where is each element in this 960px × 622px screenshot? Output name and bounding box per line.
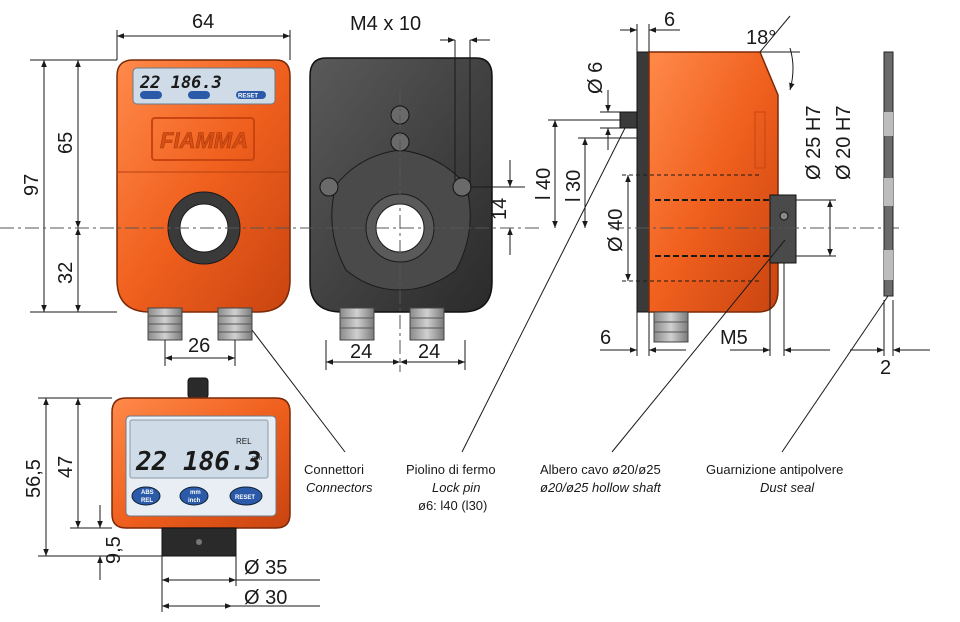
front-reset-label: RESET: [238, 94, 258, 100]
dim-47: 47: [55, 456, 77, 478]
btn-mm-label: mm: [190, 490, 201, 496]
btn-abs-label: ABS: [141, 490, 154, 496]
front-dimensions: [30, 30, 291, 366]
btn-rel-label: REL: [141, 498, 153, 504]
bottom-top-knob: [187, 377, 209, 399]
callout-seal-en: Dust seal: [760, 480, 815, 495]
dim-offset-14: 14: [489, 198, 511, 220]
dim-back-right-24: 24: [418, 341, 440, 363]
bottom-rel-label: REL: [236, 437, 252, 446]
dim-pin-dia-6: Ø 6: [585, 62, 607, 94]
brand-logo: FIAMMA: [160, 128, 248, 153]
dim-dia-30: Ø 30: [244, 587, 287, 609]
side-housing: [648, 51, 779, 313]
callout-lockpin-spec: ø6: l40 (l30): [418, 498, 487, 513]
front-display-value: 22 186.3: [139, 73, 222, 93]
side-shaft-collar: [769, 194, 797, 264]
dim-m5: M5: [720, 327, 748, 349]
dim-width-64: 64: [192, 11, 214, 33]
btn-reset[interactable]: [229, 486, 263, 506]
dust-seal-strip: [883, 51, 894, 297]
side-connector: [653, 311, 689, 343]
dim-seal-2: 2: [880, 357, 891, 379]
dim-side-top-6: 6: [664, 9, 675, 31]
dim-56-5: 56,5: [23, 459, 45, 498]
dim-lower-32: 32: [55, 262, 77, 284]
btn-reset-label: RESET: [235, 495, 255, 501]
front-btn-abs[interactable]: [140, 91, 162, 99]
back-screw-right: [452, 177, 472, 197]
callout-lockpin-en: Lock pin: [432, 480, 480, 495]
btn-mm-inch[interactable]: [179, 486, 209, 506]
side-lock-pin: [619, 111, 638, 129]
dim-bore-40: Ø 40: [605, 209, 627, 252]
side-m5-screw: [779, 211, 789, 221]
dim-h7-20: Ø 20 H7: [833, 106, 855, 180]
callout-seal-it: Guarnizione antipolvere: [706, 462, 843, 477]
back-connector-right: [409, 307, 445, 341]
side-view: [619, 51, 797, 343]
bottom-lcd: [129, 419, 269, 479]
dim-h7-25: Ø 25 H7: [803, 106, 825, 180]
dim-angle-18: 18°: [746, 27, 776, 49]
dim-side-bottom-6: 6: [600, 327, 611, 349]
bottom-mm-label: mm: [252, 456, 262, 462]
back-connector-left: [339, 307, 375, 341]
callout-lines: [251, 127, 889, 453]
side-dimensions: [548, 15, 900, 356]
dim-thread-m4x10: M4 x 10: [350, 13, 421, 35]
side-label-window: [754, 111, 766, 169]
callout-lockpin-it: Piolino di fermo: [406, 462, 496, 477]
front-housing: [116, 59, 291, 313]
bottom-display-value: 22 186.3: [135, 447, 261, 477]
callout-shaft-it: Albero cavo ø20/ø25: [540, 462, 661, 477]
dim-dia-35: Ø 35: [244, 557, 287, 579]
dim-connector-26: 26: [188, 335, 210, 357]
btn-abs-rel[interactable]: [131, 486, 161, 506]
dim-l40: l 40: [533, 168, 555, 200]
dim-9-5: 9,5: [103, 536, 125, 564]
front-btn-reset[interactable]: [236, 91, 266, 99]
brand-plate: [151, 117, 255, 161]
dim-height-97: 97: [21, 174, 43, 196]
front-view: 22 186.3 RESET FIAMMA: [116, 59, 291, 341]
btn-inch-label: inch: [188, 498, 201, 504]
dim-l30: l 30: [563, 170, 585, 202]
dust-seal-view: [883, 51, 894, 297]
back-screw-left: [319, 177, 339, 197]
dim-upper-65: 65: [55, 132, 77, 154]
dim-back-left-24: 24: [350, 341, 372, 363]
bottom-view: 22 186.3 REL mm ABS REL mm inch RESET: [111, 377, 291, 557]
side-back-plate: [636, 51, 650, 313]
callout-shaft-en: ø20/ø25 hollow shaft: [540, 480, 662, 495]
seal-dimensions: [850, 300, 930, 356]
front-btn-mm[interactable]: [188, 91, 210, 99]
bottom-dimensions: [38, 397, 320, 612]
callout-connectors-en: Connectors: [306, 480, 373, 495]
back-view: [309, 57, 493, 341]
callout-connectors-it: Connettori: [304, 462, 364, 477]
back-dimensions: [0, 37, 540, 372]
